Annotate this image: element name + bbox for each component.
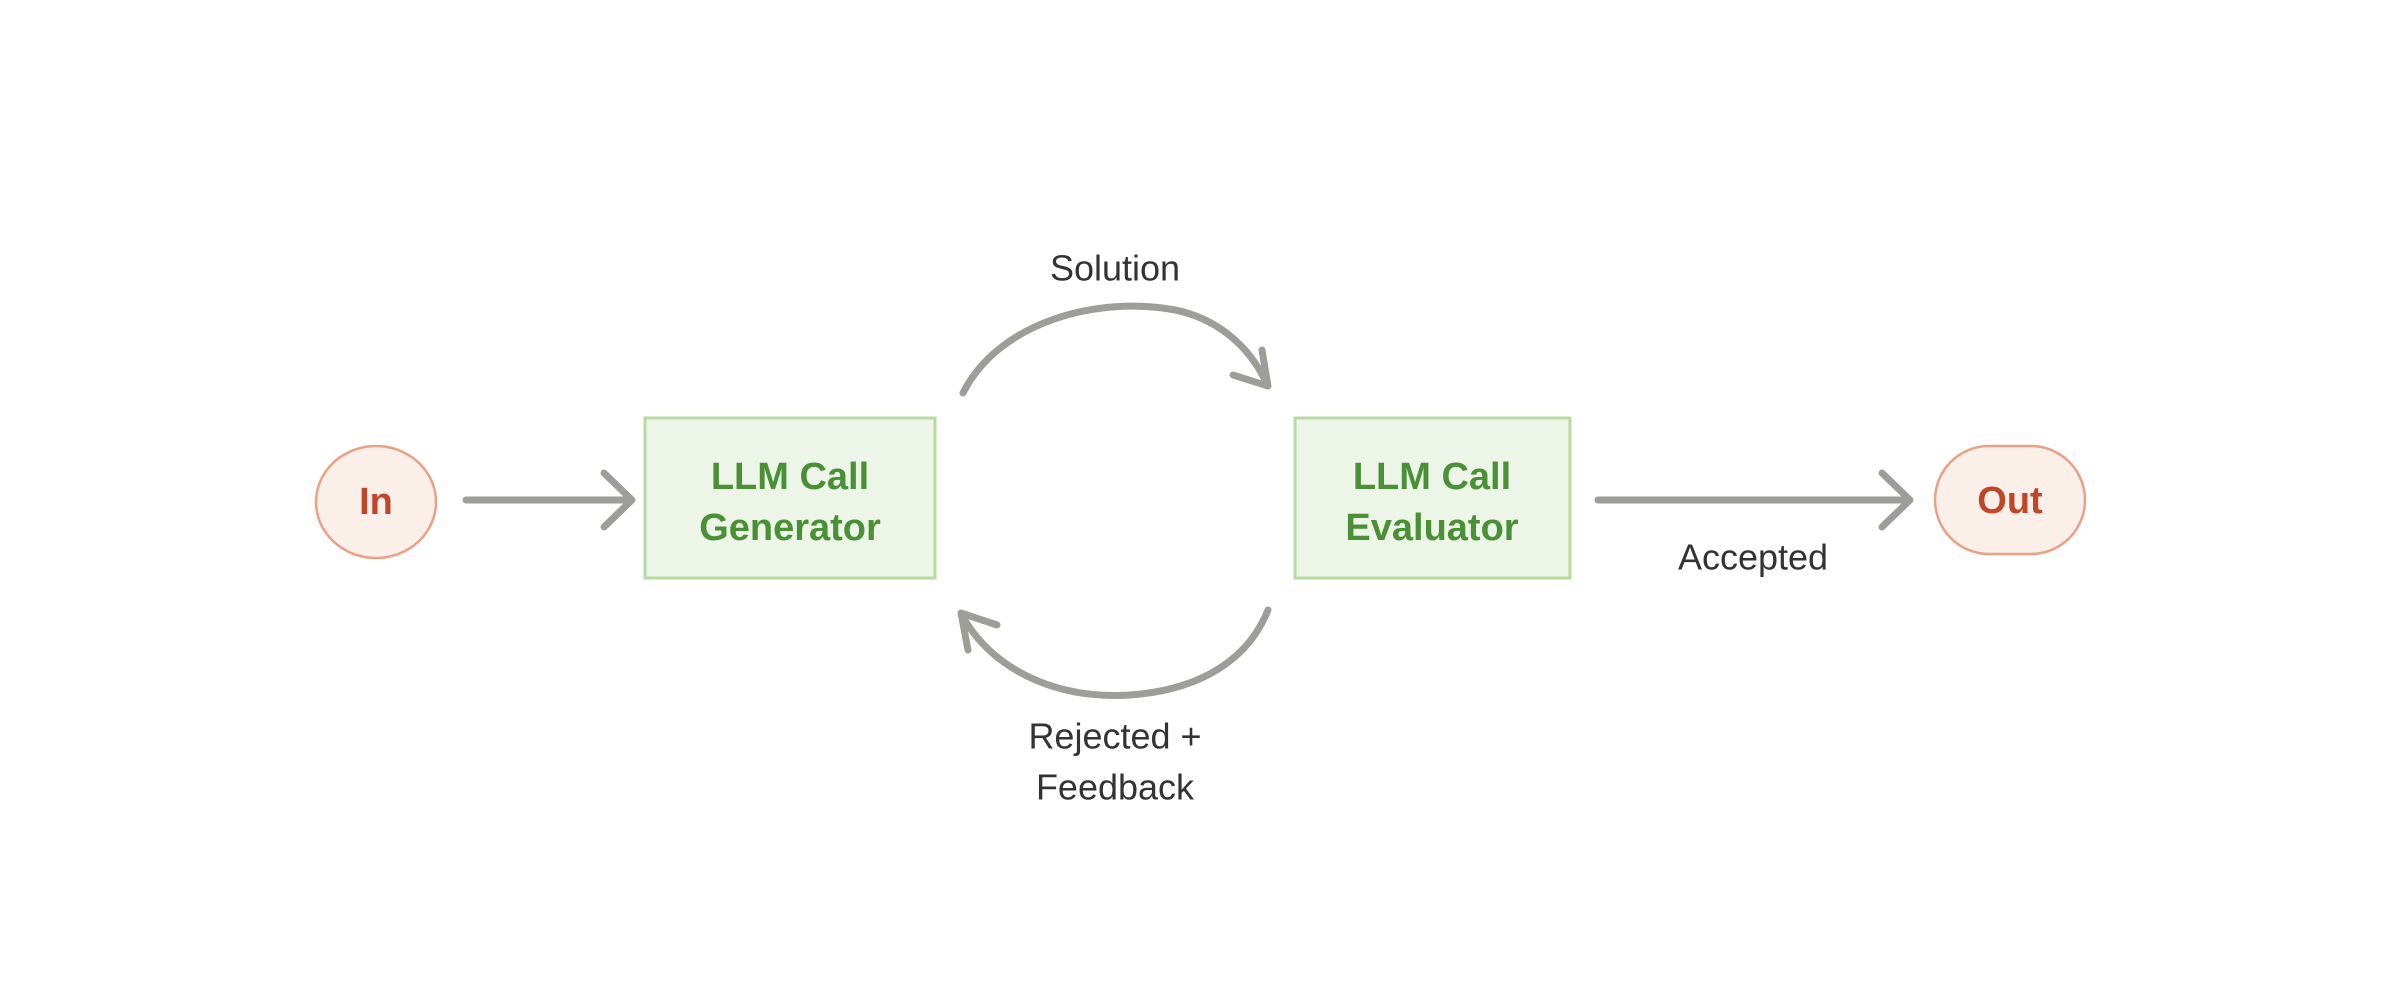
edge-label-rejected-line2: Feedback	[1036, 767, 1195, 808]
arrowhead-evaluator-to-generator	[957, 609, 1001, 654]
node-generator-shape[interactable]	[643, 416, 937, 580]
node-generator-label-line2: Generator	[699, 507, 881, 549]
node-generator-label-line1: LLM Call	[711, 456, 869, 498]
edge-curve-evaluator-to-generator	[959, 606, 1272, 699]
edge-evaluator-to-out	[1594, 469, 1914, 531]
edge-generator-to-evaluator	[959, 302, 1272, 397]
edge-in-to-generator	[462, 469, 636, 531]
arrowhead-in-to-generator	[600, 469, 636, 531]
node-evaluator-shape[interactable]	[1293, 416, 1572, 580]
node-evaluator-label-line2: Evaluator	[1345, 507, 1518, 549]
node-evaluator-label-line1: LLM Call	[1353, 456, 1511, 498]
edge-label-solution: Solution	[1050, 248, 1180, 289]
arrowhead-generator-to-evaluator	[1229, 346, 1272, 390]
node-out[interactable]: Out	[1933, 444, 2087, 556]
edge-curve-generator-to-evaluator	[959, 302, 1270, 397]
edge-label-accepted: Accepted	[1678, 537, 1828, 578]
node-out-label: Out	[1977, 480, 2043, 522]
node-in-label: In	[359, 481, 393, 523]
edge-evaluator-to-generator	[957, 606, 1272, 699]
edge-label-rejected-line1: Rejected +	[1028, 716, 1201, 757]
node-out-shape[interactable]	[1933, 444, 2087, 556]
node-evaluator[interactable]: LLM Call Evaluator	[1293, 416, 1572, 580]
node-in-shape[interactable]	[314, 444, 438, 560]
node-generator[interactable]: LLM Call Generator	[643, 416, 937, 580]
node-in[interactable]: In	[314, 444, 438, 560]
arrowhead-evaluator-to-out	[1878, 469, 1914, 531]
